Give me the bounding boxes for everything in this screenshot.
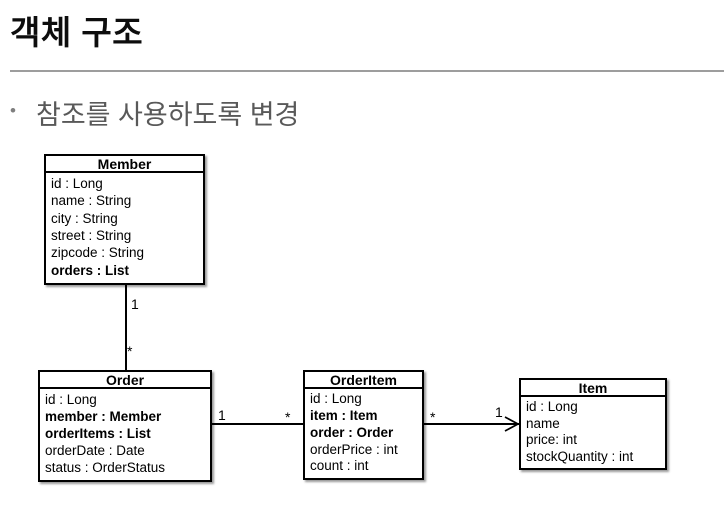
multiplicity-label: 1 [131,296,139,312]
association-line-orderitem-item [424,423,519,425]
class-attribute: price: int [526,432,578,447]
bullet-icon: • [10,101,16,120]
class-box-order: Order id : Long member : Member orderIte… [38,370,212,482]
class-attribute: item : Item [310,408,378,423]
class-attribute: order : Order [310,424,394,440]
class-title-item: Item [521,380,665,397]
multiplicity-label: * [127,343,133,359]
title-divider [10,70,724,72]
class-attribute: id : Long [526,399,578,414]
class-attribute: orderDate : Date [45,442,145,458]
class-attributes-order: id : Long member : Member orderItems : L… [40,389,210,478]
open-arrowhead-icon [504,416,520,432]
bullet-text: 참조를 사용하도록 변경 [36,100,300,130]
association-line-order-orderitem [212,423,303,425]
class-title-orderitem: OrderItem [305,372,422,389]
multiplicity-label: 1 [495,404,503,420]
class-title-order: Order [40,372,210,389]
class-attribute: orderItems : List [45,425,151,441]
class-attributes-orderitem: id : Long item : Item order : Order orde… [305,389,422,476]
class-attribute: name : String [51,193,132,209]
class-attribute: count : int [310,458,369,474]
class-attribute: id : Long [45,391,97,407]
class-attribute: street : String [51,227,132,243]
association-line-member-order [125,285,127,370]
class-box-item: Item id : Long name price: int stockQuan… [519,378,667,470]
class-attribute: member : Member [45,408,162,424]
multiplicity-label: 1 [218,407,226,423]
class-attribute: orders : List [51,262,130,278]
page-title: 객체 구조 [10,14,144,51]
class-attribute: zipcode : String [51,245,145,261]
class-attribute: stockQuantity : int [526,448,634,464]
class-box-orderitem: OrderItem id : Long item : Item order : … [303,370,424,480]
multiplicity-label: * [430,409,436,425]
class-attributes-item: id : Long name price: int stockQuantity … [521,397,665,466]
class-attribute: id : Long [310,391,362,407]
class-attribute: name [526,415,560,431]
class-attributes-member: id : Long name : String city : String st… [46,173,203,281]
class-attribute: status : OrderStatus [45,459,166,475]
class-attribute: city : String [51,210,118,226]
class-attribute: orderPrice : int [310,441,398,457]
class-attribute: id : Long [51,175,103,191]
class-box-member: Member id : Long name : String city : St… [44,154,205,285]
class-title-member: Member [46,156,203,173]
multiplicity-label: * [285,409,291,425]
